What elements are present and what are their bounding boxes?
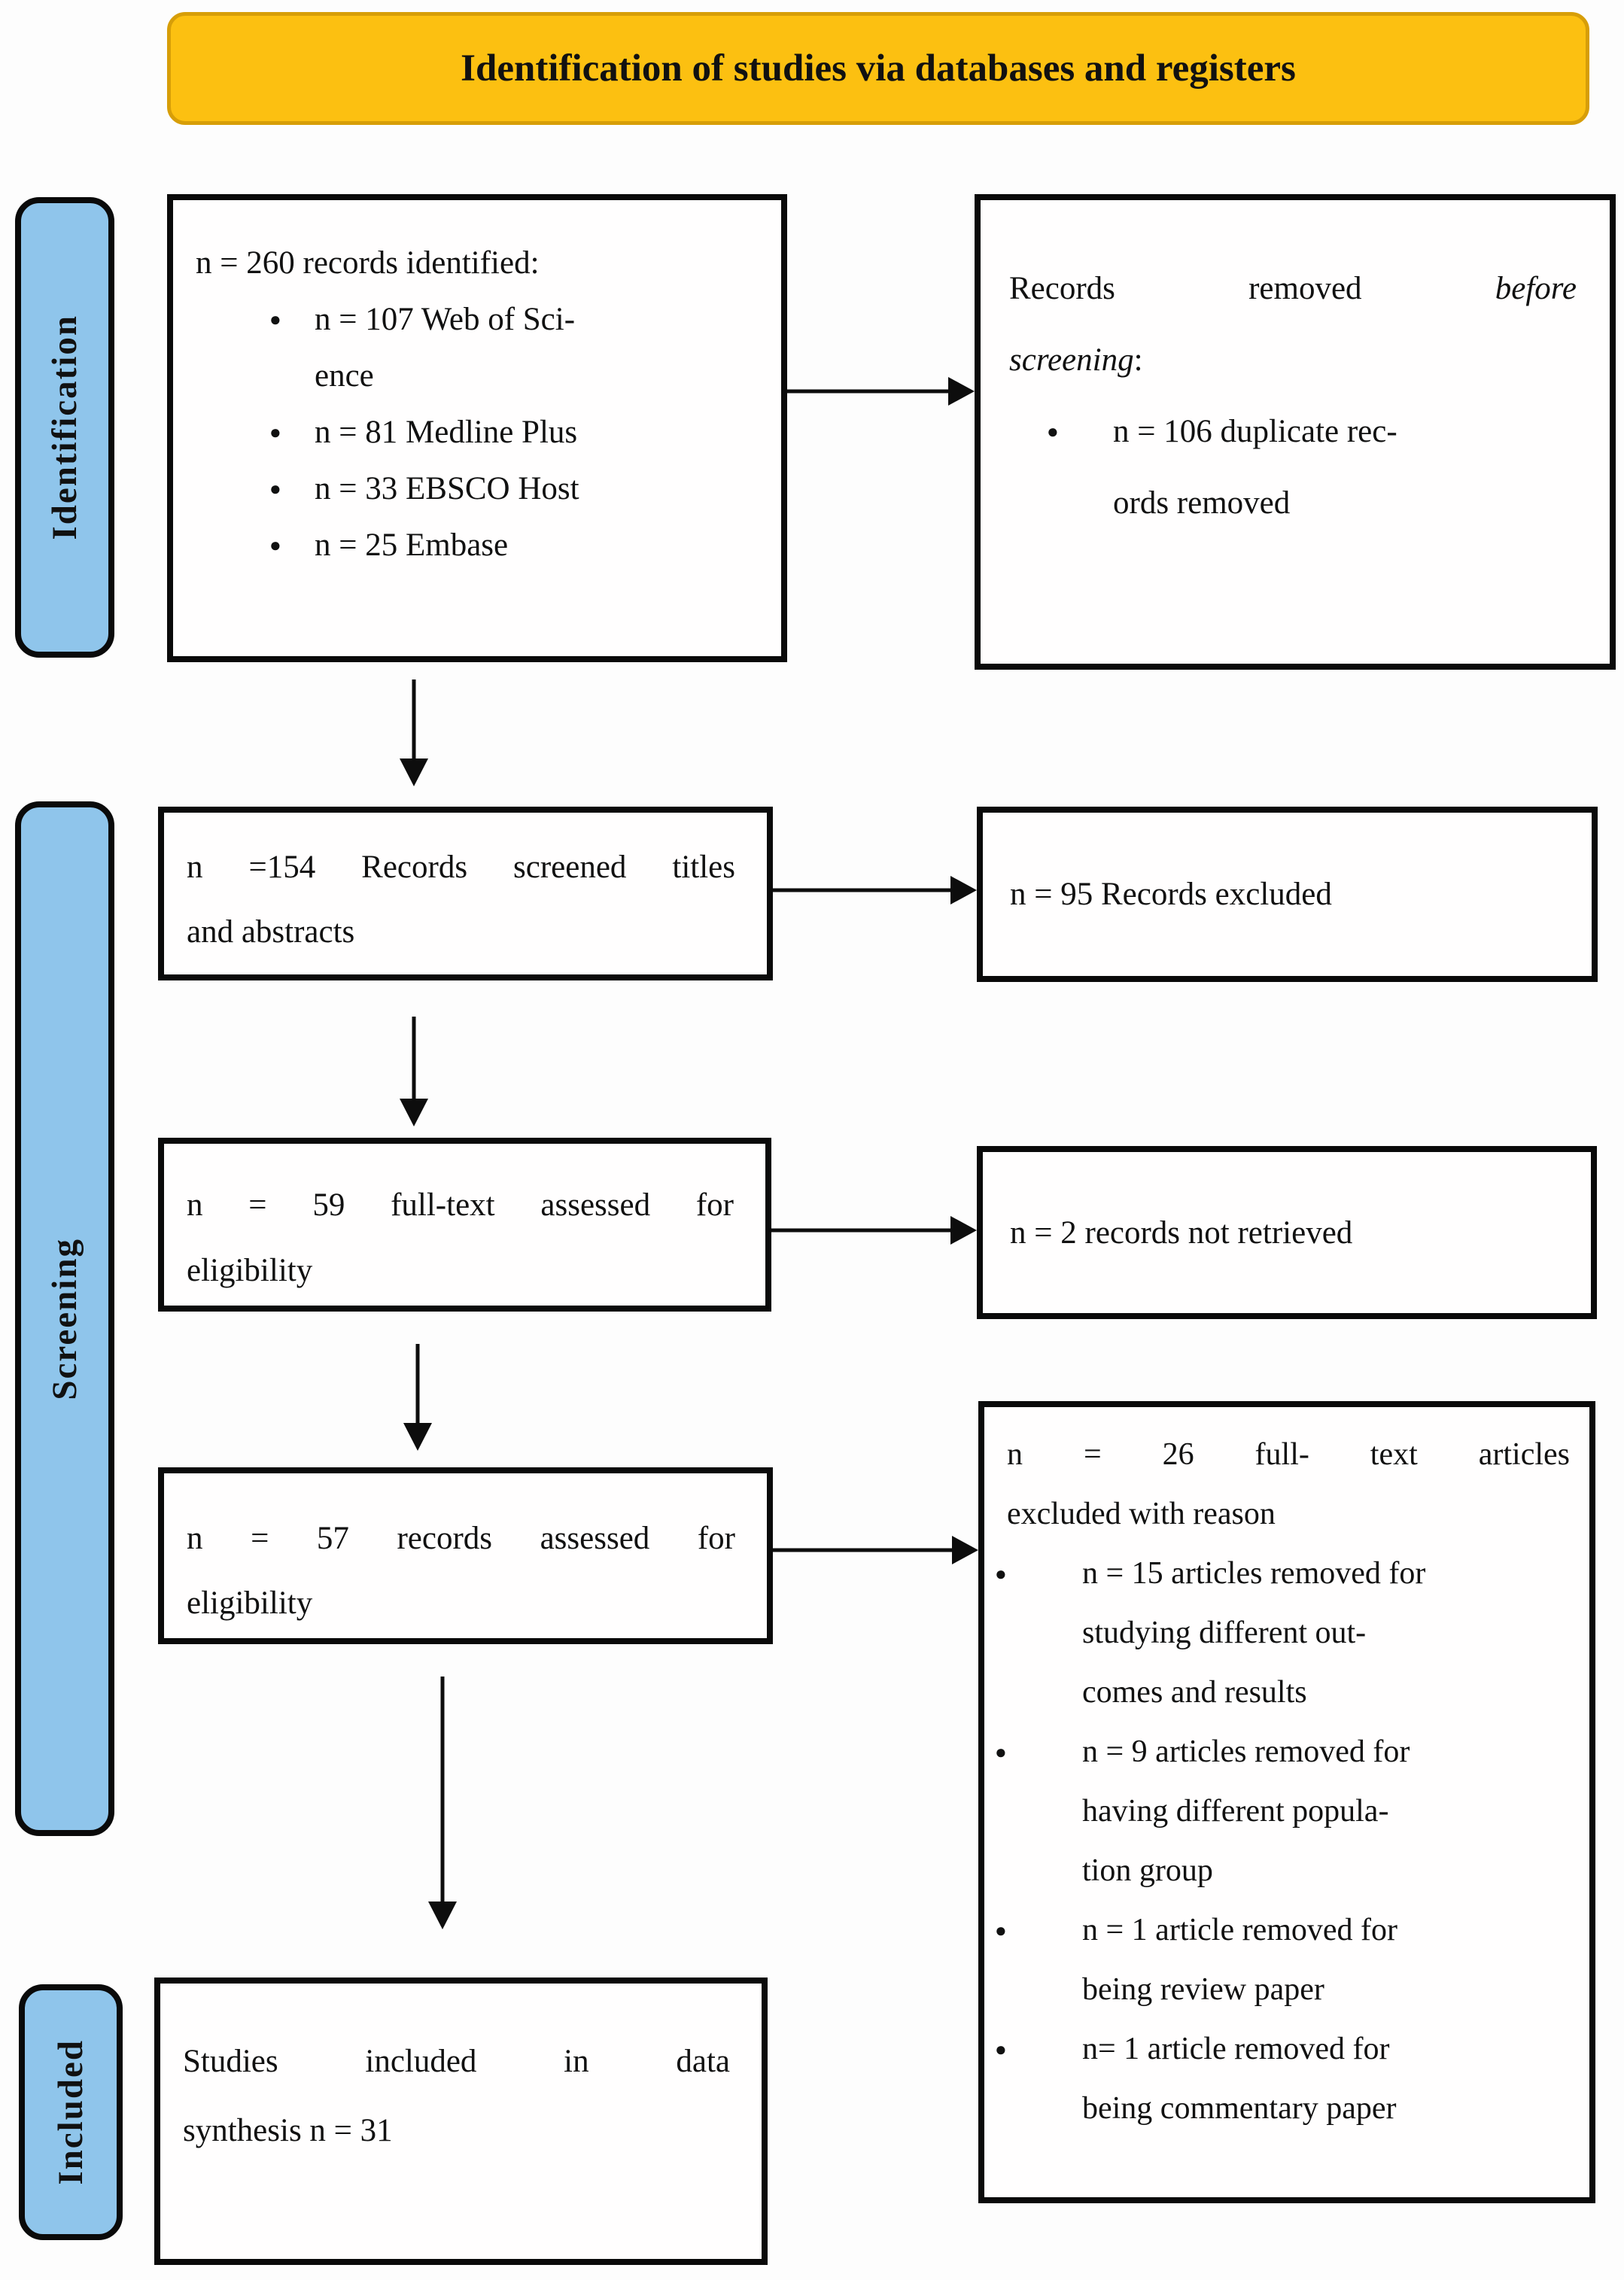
arrow-line [412,1017,416,1101]
text-line: ords removed [1113,485,1291,521]
box-fulltext-excluded-with-reason-text: n = 26 full- text articles excluded with … [984,1407,1589,2139]
text-line: n = 33 EBSCO Host [173,461,781,517]
text-line: n = 59 full-text assessed for [187,1187,734,1223]
text-line: n = 106 duplicate rec- [981,396,1610,467]
box-records-removed-before-screening-text: Records removed before screening: n = 106 … [981,200,1610,539]
box-studies-included-text: Studies included in data synthesis n = 31 [160,1984,762,2166]
diagram-title-banner: Identification of studies via databases … [167,12,1589,125]
text-line: comes and results [1082,1675,1307,1710]
text-line: tion group [1082,1853,1213,1888]
arrow-fulltext-to-not-retrieved [771,1215,977,1245]
arrow-line [415,1344,420,1425]
arrow-line [787,389,950,394]
arrow-identified-to-removed [787,376,975,406]
box-records-screened: n =154 Records screened titles and abstra… [158,807,773,980]
text-line: n = 15 articles removed for [984,1544,1589,1604]
stage-label-included-text: Included [51,2039,90,2185]
text-line: and abstracts [187,914,355,950]
box-fulltext-assessed: n = 59 full-text assessed for eligibility [158,1138,771,1312]
stage-label-included: Included [19,1984,123,2240]
text-line: being commentary paper [1082,2091,1397,2126]
arrow-line [440,1677,445,1904]
arrow-right-head-icon [948,377,975,406]
box-records-not-retrieved-text: n = 2 records not retrieved [1010,1214,1353,1251]
text-line: excluded with reason [1007,1497,1276,1531]
arrow-screened-to-excluded [773,875,977,905]
text-line: n = 9 articles removed for [984,1722,1589,1782]
arrow-right-head-icon [952,1536,978,1564]
diagram-title: Identification of studies via databases … [461,47,1296,90]
text-line: n = 25 Embase [173,517,781,573]
text-line: n =154 Records screened titles [187,850,735,885]
arrow-right-head-icon [950,1216,977,1245]
box-fulltext-excluded-with-reason: n = 26 full- text articles excluded with … [978,1401,1595,2203]
box-records-removed-before-screening: Records removed before screening: n = 106 … [975,194,1616,670]
box-records-excluded-text: n = 95 Records excluded [1010,877,1332,912]
text-line: n= 1 article removed for [984,2020,1589,2079]
text-line: n = 1 article removed for [984,1901,1589,1960]
arrow-down-head-icon [400,758,428,786]
arrow-screened-to-fulltext [399,1017,429,1126]
box-records-excluded: n = 95 Records excluded [977,807,1598,982]
text-line: n = 260 records identified: [196,245,540,281]
text-line: eligibility [187,1253,313,1288]
arrow-fulltext-to-assessed [403,1344,433,1451]
text-line: studying different out- [1082,1616,1367,1650]
text-line: having different popula- [1082,1794,1389,1829]
text-line: synthesis n = 31 [183,2113,393,2148]
text-line: being review paper [1082,1972,1324,2007]
arrow-line [771,1228,953,1233]
arrow-assessed-to-fulltext-excluded [773,1535,978,1565]
box-records-screened-text: n =154 Records screened titles and abstra… [164,813,767,965]
text-line: Studies included in data [183,2044,730,2079]
arrow-down-head-icon [403,1423,432,1451]
box-studies-included: Studies included in data synthesis n = 31 [154,1978,768,2265]
box-records-not-retrieved: n = 2 records not retrieved [977,1146,1597,1319]
text-line: n = 57 records assessed for [187,1521,735,1556]
text-line: screening: [1009,342,1143,378]
text-line: n = 107 Web of Sci- [173,291,781,348]
stage-label-screening: Screening [15,801,114,1836]
text-line: eligibility [187,1585,313,1621]
arrow-line [412,679,416,761]
box-records-identified-text: n = 260 records identified: n = 107 Web o… [173,200,781,573]
box-records-identified: n = 260 records identified: n = 107 Web o… [167,194,787,662]
stage-label-identification-text: Identification [45,315,84,540]
arrow-down-head-icon [400,1099,428,1126]
arrow-identified-to-screened [399,679,429,786]
text-line: n = 26 full- text articles [1007,1437,1570,1472]
arrow-right-head-icon [950,876,977,904]
arrow-assessed-to-included [427,1677,458,1929]
text-line: Records removed before [1009,271,1577,306]
stage-label-identification: Identification [15,197,114,658]
box-records-assessed-text: n = 57 records assessed for eligibility [164,1473,767,1636]
arrow-line [773,1548,954,1552]
arrow-down-head-icon [428,1902,457,1929]
box-records-assessed: n = 57 records assessed for eligibility [158,1467,773,1644]
text-line: ence [315,358,374,394]
box-fulltext-assessed-text: n = 59 full-text assessed for eligibility [164,1144,765,1303]
stage-label-screening-text: Screening [45,1237,84,1400]
text-line: n = 81 Medline Plus [173,404,781,461]
arrow-line [773,888,953,892]
